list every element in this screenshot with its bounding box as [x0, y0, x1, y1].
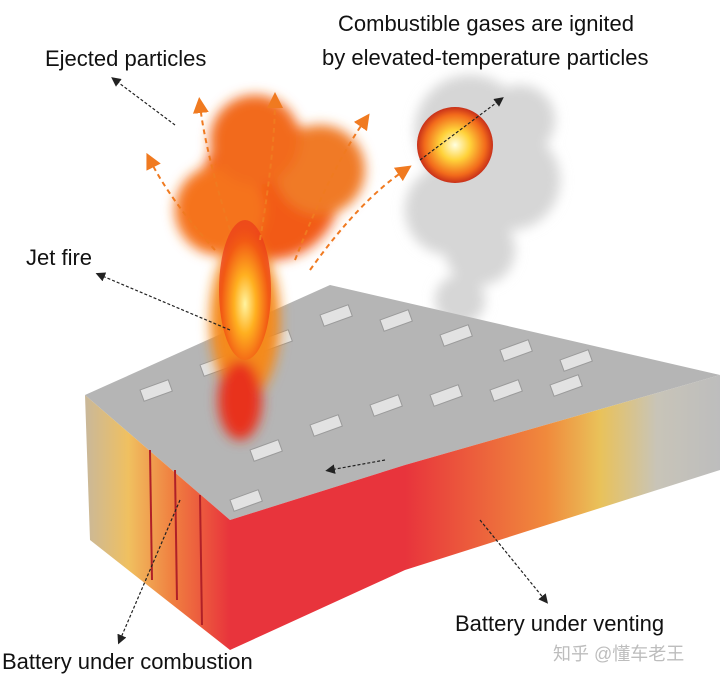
battery-under-combustion-face — [230, 465, 405, 650]
watermark: 知乎 @懂车老王 — [553, 644, 685, 664]
label-combustible-gases-line2: by elevated-temperature particles — [322, 45, 649, 70]
particle-trajectories — [146, 92, 412, 271]
battery-under-venting-face — [405, 375, 720, 570]
ignited-fireball — [417, 107, 493, 183]
label-combustible-gases-line1: Combustible gases are ignited — [338, 11, 634, 36]
jet-fire-core — [219, 220, 271, 360]
cell-dividers — [149, 449, 203, 626]
annotation-arrows — [95, 77, 549, 645]
label-jet-fire: Jet fire — [26, 245, 93, 270]
label-ejected-particles: Ejected particles — [45, 46, 207, 71]
battery-side-left — [85, 395, 230, 650]
label-battery-venting: Battery under venting — [455, 611, 665, 636]
label-battery-combustion: Battery under combustion — [2, 649, 253, 674]
